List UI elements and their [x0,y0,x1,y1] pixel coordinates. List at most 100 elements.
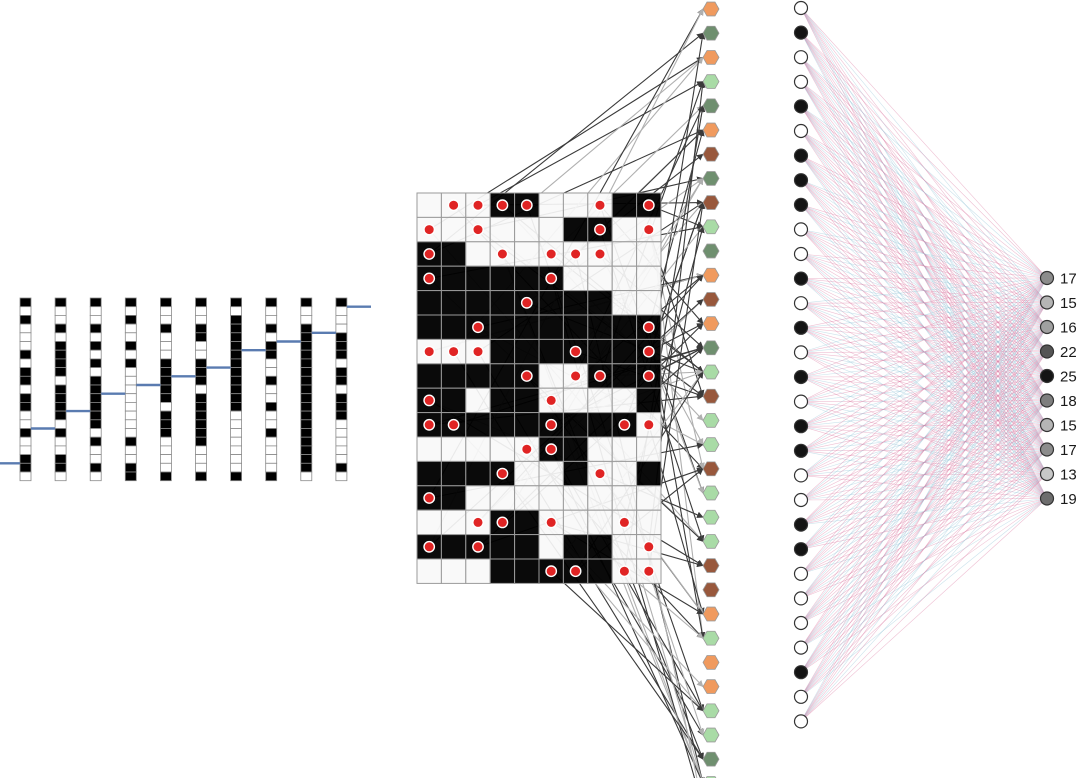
fan-edge [800,375,1048,599]
fan-edge [800,179,1048,279]
grid-dot [423,248,436,260]
column-cell [54,323,67,334]
column-cell [124,306,137,316]
grid-cell [514,534,540,560]
fan-edge [800,498,1048,648]
input-node [793,50,809,65]
column-cell [19,367,32,377]
column-cell [300,436,313,447]
column-cell [124,471,137,482]
column-cell [19,419,32,429]
grid-cell [465,265,491,292]
column-cell [54,349,67,360]
fan-edge [800,302,1048,475]
fan-edge [800,106,1048,279]
grid-cell [489,558,516,584]
column-cell [19,341,32,351]
fan-edge [800,326,1048,550]
column-cell [159,367,172,377]
fan-edge [800,424,1048,452]
fan-edge [800,473,1048,501]
column-cell [159,314,172,325]
fan-edge [800,351,1048,476]
fan-edge [800,302,1048,599]
input-node [793,640,809,655]
fan-edge [800,498,1048,722]
column-cell [159,349,172,360]
fan-edge [800,425,1048,475]
output-label: 19 [1060,491,1077,508]
fan-edge [800,351,1048,353]
fan-edge [800,351,1048,402]
fan-edge [800,253,1048,377]
input-node [793,419,809,434]
fan-edge [800,326,1048,575]
fan-edge [800,400,1048,697]
column-cell [195,297,207,308]
grid-dot [472,345,484,358]
column-cell [265,297,278,308]
fan-edge [800,130,1048,475]
fan-edge [800,327,1048,475]
grid-dot [496,248,509,260]
grid-cell [538,460,564,487]
fan-edge [800,375,1048,427]
input-node [793,246,809,262]
fan-edge [800,375,1048,575]
fan-edge [800,277,1048,353]
fan-edge [800,56,1048,328]
grid-cell [416,509,442,536]
grid-cell [465,290,491,316]
fan-edge [800,351,1048,427]
column-cell [300,462,313,473]
grid-cell [611,338,638,365]
fan-edge [800,302,1048,499]
column-cell [265,471,278,482]
fan-edge [800,351,1048,673]
fan-edge [800,179,1048,377]
fan-edge [800,130,1048,352]
fan-edge [800,375,1048,624]
output-node [1039,491,1055,506]
column-cell [195,375,207,386]
fan-edge [800,278,1048,352]
grid-cell [489,412,516,438]
fan-edge [800,277,1048,550]
fan-edge [800,376,1048,401]
grid-dot [569,565,582,578]
input-node [793,148,809,163]
grid-cell [562,290,589,316]
fan-edge [800,130,1048,377]
fan-edge [800,352,1048,426]
column-cell [159,393,172,403]
grid-cell [465,460,491,487]
fan-edge [800,400,1048,501]
fan-edge [800,352,1048,401]
fan-edge [800,180,1048,499]
fan-edge [800,229,1048,279]
output-label: 17 [1060,271,1077,288]
grid-cell [514,265,540,292]
fan-edge [800,302,1048,575]
column-cell [19,349,32,360]
fan-edge [800,425,1048,499]
fan-edge [800,106,1048,401]
column-cell [265,375,278,386]
column-cell [300,375,313,386]
column-cell [19,332,32,342]
column-cell [230,341,243,351]
column-cell [89,323,102,334]
column-cell [335,401,348,412]
fan-edge [800,32,1048,426]
fan-edge [800,351,1048,648]
column-cell [159,306,172,316]
column-cell [195,306,207,316]
column-cell [19,462,32,473]
grid-cell [538,534,564,560]
grid-dot [496,516,509,529]
grid-dot [594,248,606,260]
column-cell [265,393,278,403]
fan-edge [800,473,1048,525]
column-cell [195,349,207,360]
column-cell [230,349,243,360]
